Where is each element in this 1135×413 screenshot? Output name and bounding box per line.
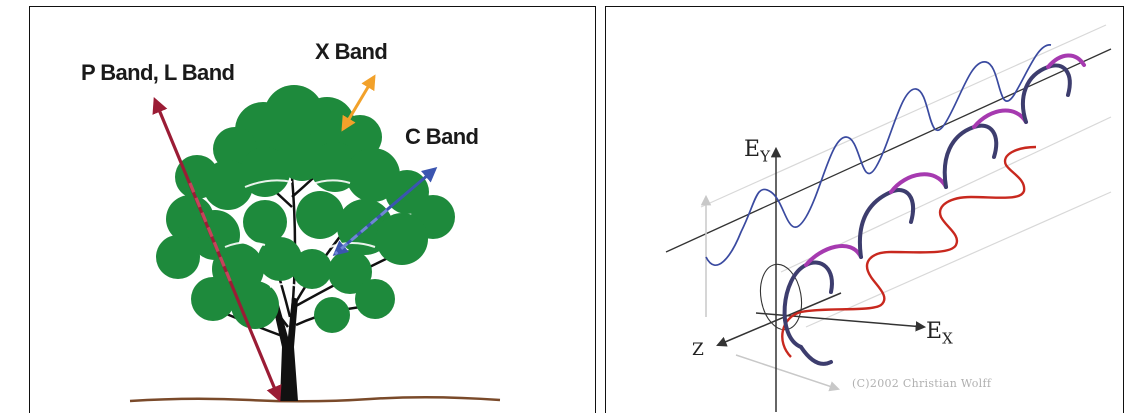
guide-lines (700, 24, 1112, 328)
c-band-arrow-inside (334, 208, 388, 256)
ground-line (129, 395, 501, 403)
x-band-arrow (341, 74, 376, 132)
propagation-axis (665, 48, 1112, 253)
tree-penetration-panel: P Band, L Band X Band C Band (29, 6, 596, 413)
p-l-band-arrow-inside (188, 182, 233, 284)
z-axis-label: Z (692, 340, 704, 360)
ex-axis-label: EX (926, 319, 953, 348)
c-band-label: C Band (405, 124, 479, 149)
ex-wave (781, 145, 1037, 358)
copyright-text: (C)2002 Christian Wolff (852, 377, 992, 390)
polarized-wave-diagram (665, 24, 1112, 412)
ey-wave (705, 44, 1052, 266)
helix (782, 53, 1086, 366)
tree-diagram (129, 74, 501, 403)
ghost-x-axis (735, 354, 840, 392)
ex-axis (755, 312, 927, 332)
p-l-band-label: P Band, L Band (81, 60, 235, 85)
z-axis (716, 292, 842, 347)
ey-axis-label: EY (744, 137, 770, 166)
x-band-label: X Band (315, 39, 388, 64)
polarization-panel: EY EX Z (C)2002 Christian Wolff (605, 6, 1124, 413)
